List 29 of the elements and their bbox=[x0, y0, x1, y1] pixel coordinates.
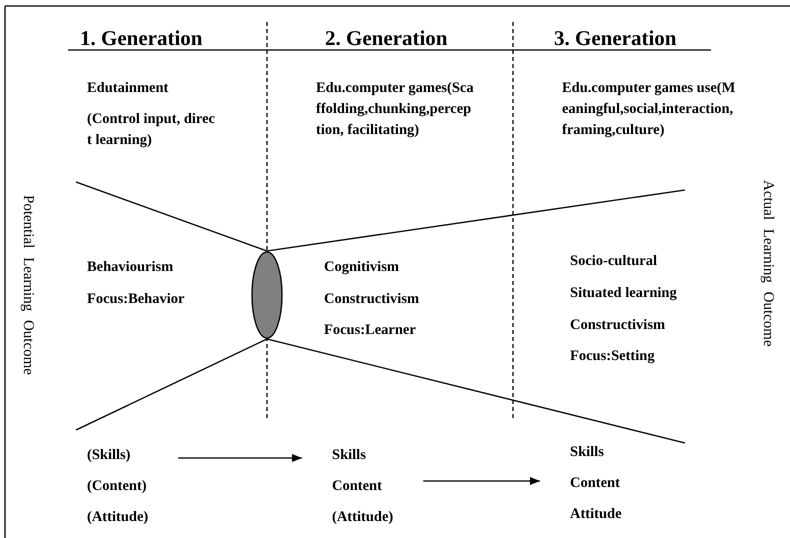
game-type-text: Edu.computer games use(Meaningful,social,interaction,framing,culture) bbox=[562, 79, 736, 140]
arrow bbox=[423, 477, 540, 485]
outcome-text: Skills bbox=[332, 446, 367, 465]
generation-heading: 2. Generation bbox=[325, 26, 448, 51]
theory-text: Focus:Setting bbox=[570, 347, 655, 366]
theory-text: Behaviourism bbox=[87, 258, 174, 277]
theory-text: Constructivism bbox=[570, 316, 666, 335]
theory-text: Situated learning bbox=[570, 284, 677, 303]
game-type-text: Edu.computer games(Scaffolding,chunking,perception, facilitating) bbox=[316, 79, 475, 140]
game-type-text: (Control input, direct learning) bbox=[87, 110, 216, 150]
generation-heading: 1. Generation bbox=[80, 26, 202, 51]
theory-text: Focus:Behavior bbox=[87, 290, 184, 309]
theory-text: Socio-cultural bbox=[570, 252, 657, 271]
generation-heading: 3. Generation bbox=[554, 26, 676, 51]
outcome-text: Content bbox=[570, 474, 621, 493]
axis-label: Actual Learning Outcome bbox=[759, 180, 776, 347]
axis-label: Potential Learning Outcome bbox=[19, 195, 36, 375]
outcome-text: (Content) bbox=[87, 477, 148, 496]
outcome-text: Content bbox=[332, 477, 383, 496]
theory-text: Constructivism bbox=[324, 290, 420, 309]
outcome-text: (Attitude) bbox=[87, 508, 148, 527]
theory-text: Cognitivism bbox=[324, 258, 399, 277]
game-type-text: Edutainment bbox=[87, 79, 168, 98]
outcome-text: Attitude bbox=[570, 505, 622, 524]
arrow bbox=[178, 454, 302, 462]
theory-text: Focus:Learner bbox=[324, 321, 416, 340]
outcome-text: Skills bbox=[570, 443, 605, 462]
outcome-text: (Skills) bbox=[87, 446, 132, 465]
outcome-text: (Attitude) bbox=[332, 508, 394, 527]
